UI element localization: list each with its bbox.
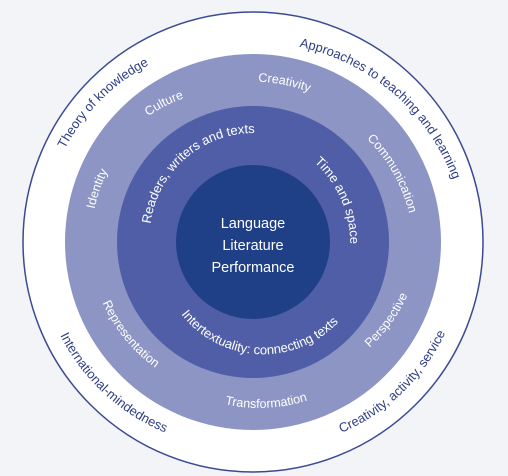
center-line-literature: Literature <box>222 238 283 254</box>
core-circle <box>176 165 330 319</box>
center-line-performance: Performance <box>211 260 294 276</box>
center-line-language: Language <box>221 216 286 232</box>
